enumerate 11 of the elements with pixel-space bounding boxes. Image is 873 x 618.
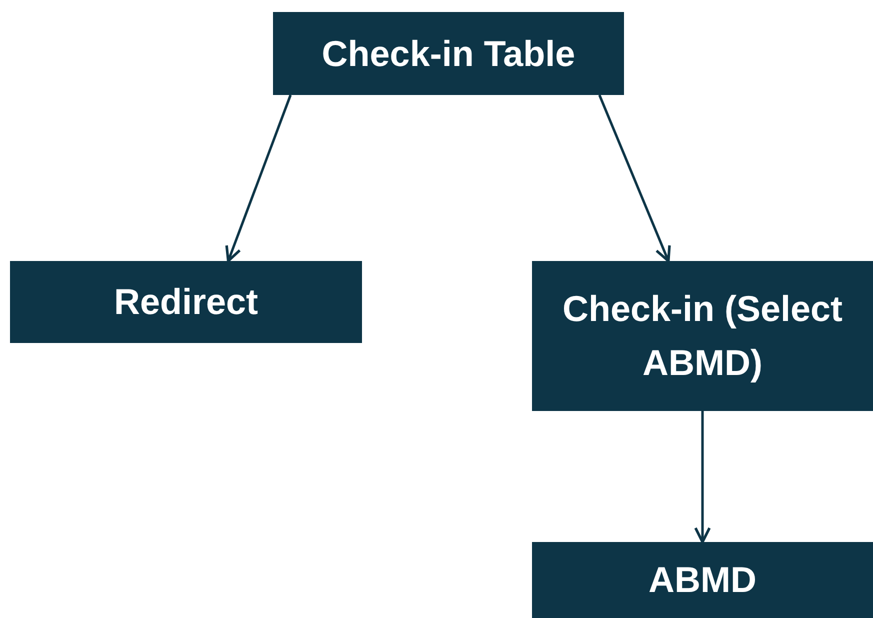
arrow	[598, 94, 671, 262]
process-box	[273, 12, 624, 95]
box-label: Check-in Table	[322, 32, 576, 76]
box-label: ABMD	[648, 558, 756, 602]
process-box	[532, 261, 873, 411]
box-label: Check-in (Select ABMD)	[561, 287, 844, 385]
arrow	[694, 411, 711, 544]
process-box	[532, 542, 873, 618]
arrow	[225, 94, 292, 262]
box-label: Redirect	[114, 280, 258, 324]
process-box	[10, 261, 362, 343]
